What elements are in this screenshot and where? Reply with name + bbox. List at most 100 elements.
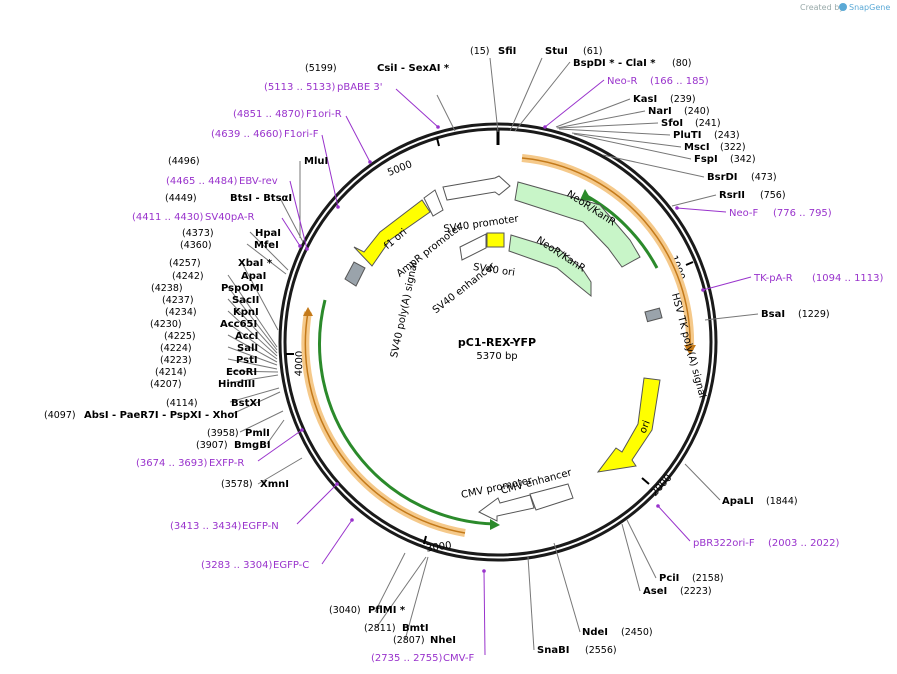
enzyme-name: XbaI * (238, 258, 273, 269)
snapgene-logo-icon (839, 3, 847, 11)
enzyme-leader (227, 310, 278, 357)
ampr-promoter-box (423, 189, 444, 217)
enzyme-position: (1844) (766, 496, 798, 507)
enzyme-name: PmlI (245, 428, 270, 439)
enzyme-name: AbsI - PaeR7I - PspXI - XhoI (84, 410, 238, 421)
enzyme-name: PluTI (673, 130, 701, 141)
primer-name: EXFP-R (209, 458, 244, 469)
enzyme-leader (704, 313, 759, 321)
enzyme-leader (241, 262, 279, 331)
primer-name: EBV-rev (239, 176, 278, 187)
primer-leader (702, 276, 752, 291)
enzyme-leader (571, 132, 682, 148)
enzyme-position: (241) (695, 118, 721, 129)
primer-range: (4639 .. 4660) (211, 129, 283, 140)
enzyme-leader (489, 57, 499, 133)
ruler-tick-3000 (423, 535, 427, 545)
enzyme-leader (231, 391, 281, 415)
neo-green-arrowhead (580, 189, 592, 201)
primer-site-marker (701, 288, 705, 292)
enzyme-name: RsrII (719, 190, 745, 201)
primer-site-marker (350, 518, 354, 522)
enzyme-name: BmtI (402, 623, 429, 634)
enzyme-position: (2450) (621, 627, 653, 638)
yfp-orf-outline (304, 311, 466, 534)
neo-orf-arrowhead (684, 345, 696, 355)
enzyme-position: (473) (751, 172, 777, 183)
ruler-tick-2000 (641, 477, 650, 485)
enzyme-position: (4097) (44, 410, 76, 421)
enzyme-position: (243) (714, 130, 740, 141)
enzyme-leader (227, 358, 278, 370)
enzyme-position: (2811) (364, 623, 396, 634)
primer-site-marker (656, 504, 660, 508)
enzyme-leader (436, 94, 456, 132)
primer-site-marker (368, 160, 372, 164)
enzyme-leader (227, 370, 279, 373)
enzyme-position: (4373) (182, 228, 214, 239)
enzyme-name: BsrDI (707, 172, 738, 183)
enzyme-position: (4224) (160, 343, 192, 354)
enzyme-position: (4238) (151, 283, 183, 294)
enzyme-leader (556, 110, 646, 129)
primer-range: (4851 .. 4870) (233, 109, 305, 120)
primer-name: CMV-F (443, 653, 474, 664)
enzyme-leader (555, 98, 631, 128)
enzyme-leader (527, 556, 535, 651)
neor-kanr-outer-arrow (514, 181, 641, 268)
primer-range: (5113 .. 5133) (264, 82, 336, 93)
primer-site-marker (482, 569, 486, 573)
primer-site-marker (305, 247, 309, 251)
primer-range: (2735 .. 2755) (371, 653, 443, 664)
enzyme-name: FspI (694, 154, 718, 165)
enzyme-position: (4360) (180, 240, 212, 251)
primer-leader (289, 180, 308, 250)
enzyme-position: (3907) (196, 440, 228, 451)
enzyme-name: StuI (545, 46, 568, 57)
primer-site-marker (436, 125, 440, 129)
primer-range: (3413 .. 3434) (170, 521, 242, 532)
f1-ori-arrow (353, 199, 431, 267)
primer-range: (166 .. 185) (650, 76, 709, 87)
enzyme-name: NarI (648, 106, 672, 117)
enzyme-name: PspOMI (221, 283, 263, 294)
enzyme-leader (249, 231, 289, 271)
enzyme-position: (342) (730, 154, 756, 165)
primer-range: (3283 .. 3304) (201, 560, 273, 571)
enzyme-name: KpnI (233, 307, 259, 318)
backbone-outer-strand (278, 122, 718, 562)
enzyme-leader (257, 457, 303, 485)
primer-site-marker (300, 428, 304, 432)
enzyme-position: (3578) (221, 479, 253, 490)
sv40-enhancer-box (459, 233, 487, 261)
enzyme-position: (239) (670, 94, 696, 105)
enzyme-name: BtsI - BtsαI (230, 193, 292, 204)
primer-leader (544, 79, 605, 128)
neo-green-line (584, 193, 659, 269)
yfp-green-line (318, 299, 496, 526)
enzyme-position: (2807) (393, 635, 425, 646)
primer-name: F1ori-F (284, 129, 319, 140)
enzyme-name: NheI (430, 635, 456, 646)
enzyme-leader (602, 154, 705, 178)
sv40-promoter-arrow (442, 175, 511, 201)
enzyme-name: BsaI (761, 309, 785, 320)
enzyme-name: HindIII (218, 379, 255, 390)
enzyme-position: (4234) (165, 307, 197, 318)
enzyme-position: (4257) (169, 258, 201, 269)
yfp-orf-arrowhead (303, 307, 313, 316)
primer-leader (657, 505, 691, 542)
hsv-tk-polya-box (644, 307, 663, 323)
enzyme-position: (4225) (164, 331, 196, 342)
enzyme-position: (4449) (165, 193, 197, 204)
enzyme-name: SfoI (661, 118, 683, 129)
feature-label-ampr-promoter: AmpR promoter (395, 221, 465, 279)
enzyme-position: (15) (470, 46, 490, 57)
primer-name: pBR322ori-F (693, 538, 755, 549)
enzyme-name: MluI (304, 156, 328, 167)
enzyme-name: HpaI (255, 228, 281, 239)
enzyme-leader (509, 57, 543, 132)
feature-label-ori: ori (638, 419, 653, 435)
